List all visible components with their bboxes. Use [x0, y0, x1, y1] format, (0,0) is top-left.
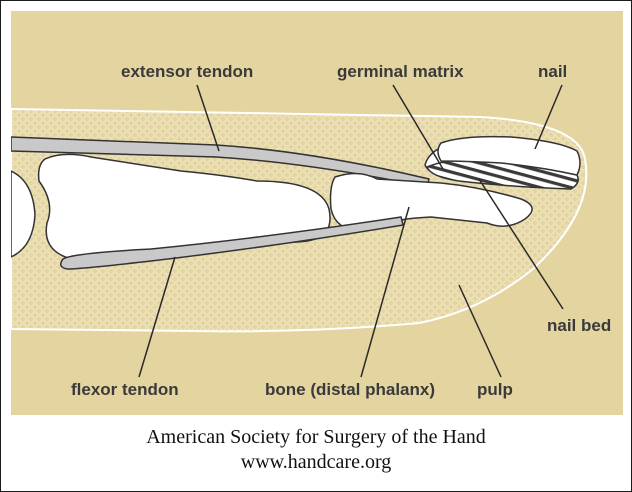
- label-germinal-matrix: germinal matrix: [337, 62, 464, 81]
- label-nail: nail: [538, 62, 567, 81]
- label-flexor-tendon: flexor tendon: [71, 380, 179, 399]
- label-nail-bed: nail bed: [547, 316, 611, 335]
- label-bone-distal-phalanx: bone (distal phalanx): [265, 380, 435, 399]
- caption: American Society for Surgery of the Hand…: [1, 425, 631, 475]
- caption-organization: American Society for Surgery of the Hand: [1, 425, 631, 450]
- label-pulp: pulp: [477, 380, 513, 399]
- label-extensor-tendon: extensor tendon: [121, 62, 253, 81]
- caption-website: www.handcare.org: [1, 450, 631, 475]
- fingertip-anatomy-diagram: extensor tendon germinal matrix nail nai…: [11, 11, 623, 415]
